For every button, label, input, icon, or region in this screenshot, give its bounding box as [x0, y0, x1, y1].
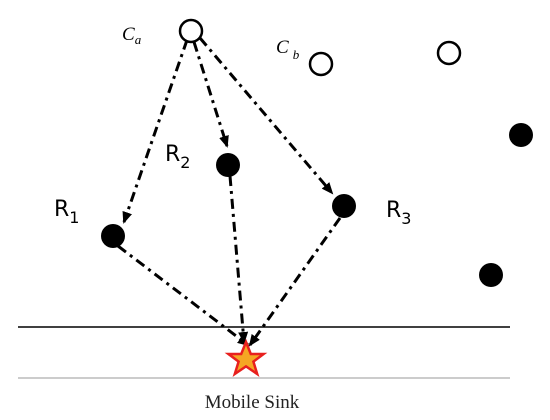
- label-r2: R2: [165, 142, 190, 172]
- label-r3: R3: [386, 198, 411, 228]
- node-open-extra: [436, 40, 462, 66]
- sink-label: Mobile Sink: [205, 392, 300, 413]
- arrow-r1-to-sink: [117, 244, 250, 347]
- node-r2: [216, 153, 240, 177]
- node-r1: [101, 224, 125, 248]
- star-icon: [224, 338, 268, 378]
- arrow-ca-to-r3: [198, 37, 334, 195]
- arrow-r2-to-sink: [228, 175, 249, 344]
- arrow-r3-to-sink: [248, 217, 342, 347]
- node-ca: [178, 18, 204, 44]
- node-cb: [308, 51, 334, 77]
- node-filled-extra-2: [479, 263, 503, 287]
- node-filled-extra-1: [509, 123, 533, 147]
- arrow-ca-to-r1: [122, 39, 189, 224]
- node-r3: [332, 194, 356, 218]
- arrow-ca-to-r2: [192, 41, 229, 148]
- label-r1: R1: [54, 197, 79, 227]
- label-ca: Ca: [122, 24, 142, 47]
